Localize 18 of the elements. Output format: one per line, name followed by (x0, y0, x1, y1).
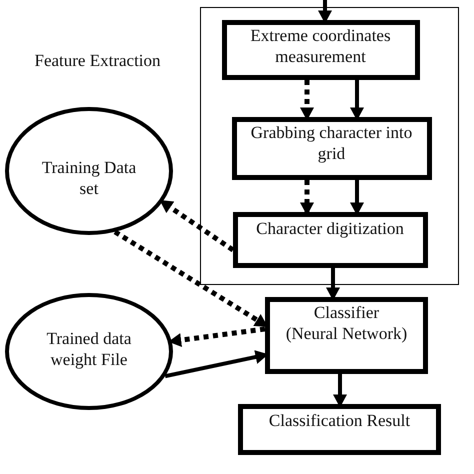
dotted-arrow (114, 230, 268, 328)
process-box (232, 116, 432, 180)
box-label: Character digitization (255, 218, 405, 238)
dotted-arrow (160, 200, 234, 252)
data-ellipse (5, 107, 173, 235)
ellipse-label: Trained data weight File (46, 328, 132, 370)
box-label: Classifier (312, 302, 380, 323)
data-ellipse (5, 293, 173, 410)
process-box (232, 212, 428, 268)
group-title: Feature Extraction (34, 50, 161, 71)
box-label: (Neural Network) (284, 323, 408, 344)
box-label: Classification Result (268, 410, 412, 431)
process-box (238, 404, 441, 455)
ellipse-label: Training Data set (40, 157, 138, 199)
box-label: Extreme coordinates measurement (249, 24, 392, 66)
process-box (265, 297, 428, 374)
box-label: Grabbing character into grid (250, 122, 414, 164)
process-box (222, 20, 420, 80)
